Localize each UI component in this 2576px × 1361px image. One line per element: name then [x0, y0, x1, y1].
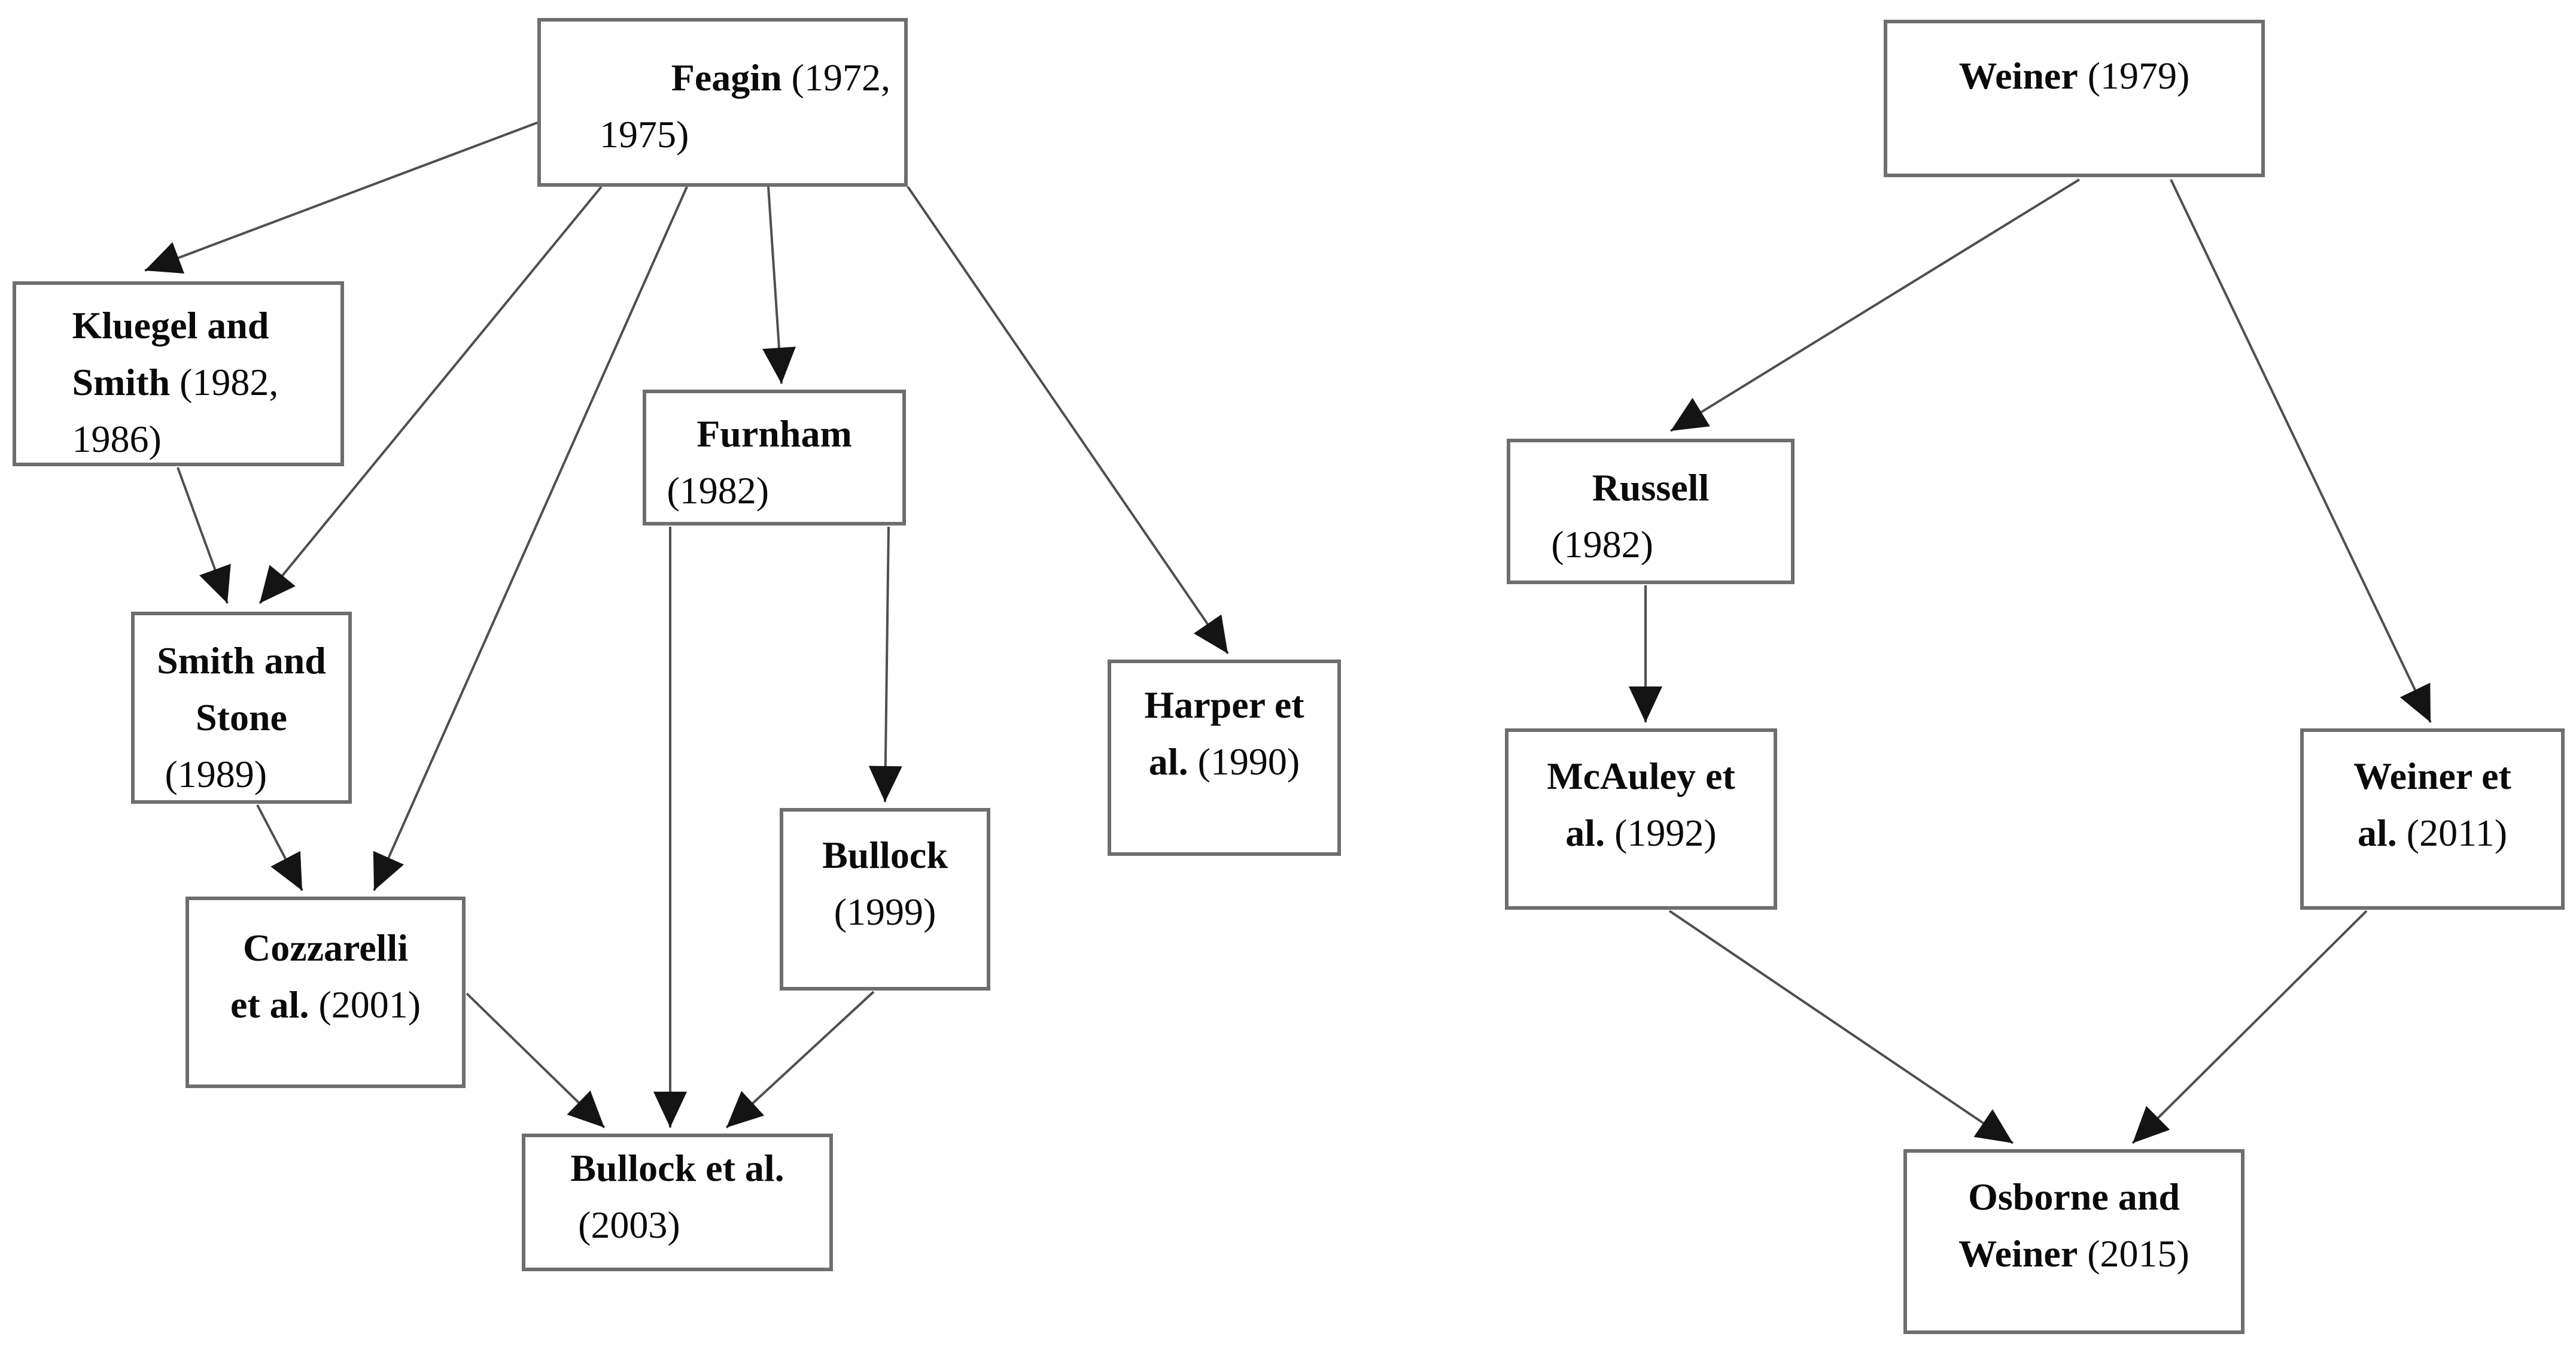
author-name-text: McAuley et: [1547, 755, 1735, 797]
year-text: (1999): [834, 891, 936, 933]
year-text: (1979): [2078, 54, 2190, 97]
year-text: (1989): [165, 753, 267, 795]
year-text: 1975): [600, 113, 689, 156]
author-name-text: Bullock: [822, 834, 948, 876]
author-name-text: Bullock et al.: [570, 1147, 784, 1189]
author-name-text: Feagin: [671, 56, 782, 99]
year-text: (1992): [1605, 812, 1717, 854]
year-text: (2015): [2078, 1232, 2189, 1275]
node-weiner-et-al-2011: Weiner et al. (2011): [2300, 728, 2565, 910]
node-text-line: al. (1990): [1117, 733, 1331, 790]
node-text-line: Feagin (1972,: [547, 49, 898, 106]
node-text-line: Stone: [141, 689, 342, 746]
edge-feagin-to-harper: [907, 186, 1229, 655]
node-text-line: (2003): [531, 1196, 823, 1253]
node-text-line: Smith (1982,: [22, 354, 334, 411]
edge-weiner-1979-to-russell: [1669, 178, 2081, 432]
year-text: (1982): [667, 469, 770, 512]
author-name-text: Kluegel and: [72, 304, 269, 347]
node-weiner-1979: Weiner (1979): [1884, 20, 2265, 177]
edge-weiner-2011-to-osborne: [2131, 910, 2368, 1144]
author-name-text: Smith: [72, 361, 171, 403]
edge-furnham-to-bullock-1999: [868, 526, 902, 803]
edge-feagin-to-cozzarelli: [373, 186, 688, 891]
edge-bullock-1999-to-bullock-2003: [725, 991, 875, 1129]
node-cozzarelli-et-al-2001: Cozzarelli et al. (2001): [185, 897, 466, 1088]
node-text-line: Bullock et al.: [531, 1140, 823, 1196]
node-text-line: (1999): [789, 883, 981, 940]
node-bullock-1999: Bullock (1999): [780, 808, 990, 991]
node-text-line: Smith and: [141, 632, 342, 689]
node-text-line: al. (1992): [1514, 804, 1768, 861]
node-text-line: Harper et: [1117, 676, 1331, 733]
author-name-text: Weiner: [1958, 54, 2078, 97]
author-name-text: Furnham: [697, 412, 852, 455]
node-text-line: al. (2011): [2310, 804, 2555, 861]
node-text-line: 1975): [547, 106, 898, 163]
node-bullock-et-al-2003: Bullock et al. (2003): [522, 1134, 833, 1271]
node-text-line: Osborne and: [1913, 1168, 2235, 1225]
year-text: (2011): [2396, 812, 2508, 854]
node-text-line: 1986): [22, 411, 334, 467]
node-text-line: (1982): [652, 462, 896, 519]
year-text: 1986): [72, 418, 162, 460]
author-name-text: et al.: [230, 983, 309, 1026]
author-name-text: Cozzarelli: [242, 926, 409, 969]
year-text: (2001): [309, 983, 421, 1026]
node-feagin-1972-1975: Feagin (1972, 1975): [537, 18, 908, 187]
node-text-line: Cozzarelli: [195, 919, 456, 976]
author-name-text: Russell: [1592, 466, 1710, 509]
node-text-line: Weiner et: [2310, 748, 2555, 804]
node-text-line: (1982): [1516, 516, 1785, 573]
author-name-text: Harper et: [1144, 683, 1304, 726]
node-harper-et-al-1990: Harper et al. (1990): [1108, 660, 1341, 856]
author-name-text: Stone: [196, 696, 287, 739]
year-text: (2003): [578, 1204, 680, 1246]
author-name-text: al.: [1565, 812, 1605, 854]
node-text-line: (1989): [141, 746, 342, 803]
year-text: (1990): [1188, 740, 1300, 783]
node-text-line: et al. (2001): [195, 976, 456, 1033]
node-text-line: Furnham: [652, 405, 896, 462]
edge-cozzarelli-to-bullock-2003: [466, 992, 606, 1129]
year-text: (1982,: [170, 361, 279, 403]
edge-weiner-1979-to-weiner-2011: [2170, 179, 2432, 723]
node-mcauley-et-al-1992: McAuley et al. (1992): [1505, 728, 1777, 910]
author-name-text: Smith and: [157, 639, 326, 682]
author-name-text: al.: [2357, 812, 2397, 854]
edge-mcauley-to-osborne: [1668, 910, 2014, 1144]
node-furnham-1982: Furnham (1982): [643, 390, 906, 525]
node-text-line: Kluegel and: [22, 297, 334, 354]
year-text: (1982): [1551, 523, 1653, 566]
edge-kluegel-to-smith-stone: [177, 467, 231, 604]
node-text-line: McAuley et: [1514, 748, 1768, 804]
node-text-line: Russell: [1516, 459, 1785, 516]
year-text: (1972,: [781, 56, 890, 99]
node-text-line: Weiner (1979): [1893, 47, 2255, 104]
edge-feagin-to-furnham: [762, 186, 796, 384]
node-text-line: Weiner (2015): [1913, 1225, 2235, 1282]
node-russell-1982: Russell (1982): [1507, 439, 1795, 584]
node-text-line: Bullock: [789, 827, 981, 883]
edge-feagin-to-kluegel: [144, 121, 538, 274]
author-name-text: al.: [1148, 740, 1188, 783]
edge-smith-stone-to-cozzarelli: [256, 804, 303, 891]
edge-feagin-to-smith-stone: [258, 186, 603, 604]
author-name-text: Weiner: [1958, 1232, 2078, 1275]
author-name-text: Osborne and: [1968, 1175, 2180, 1218]
author-name-text: Weiner et: [2353, 755, 2511, 797]
